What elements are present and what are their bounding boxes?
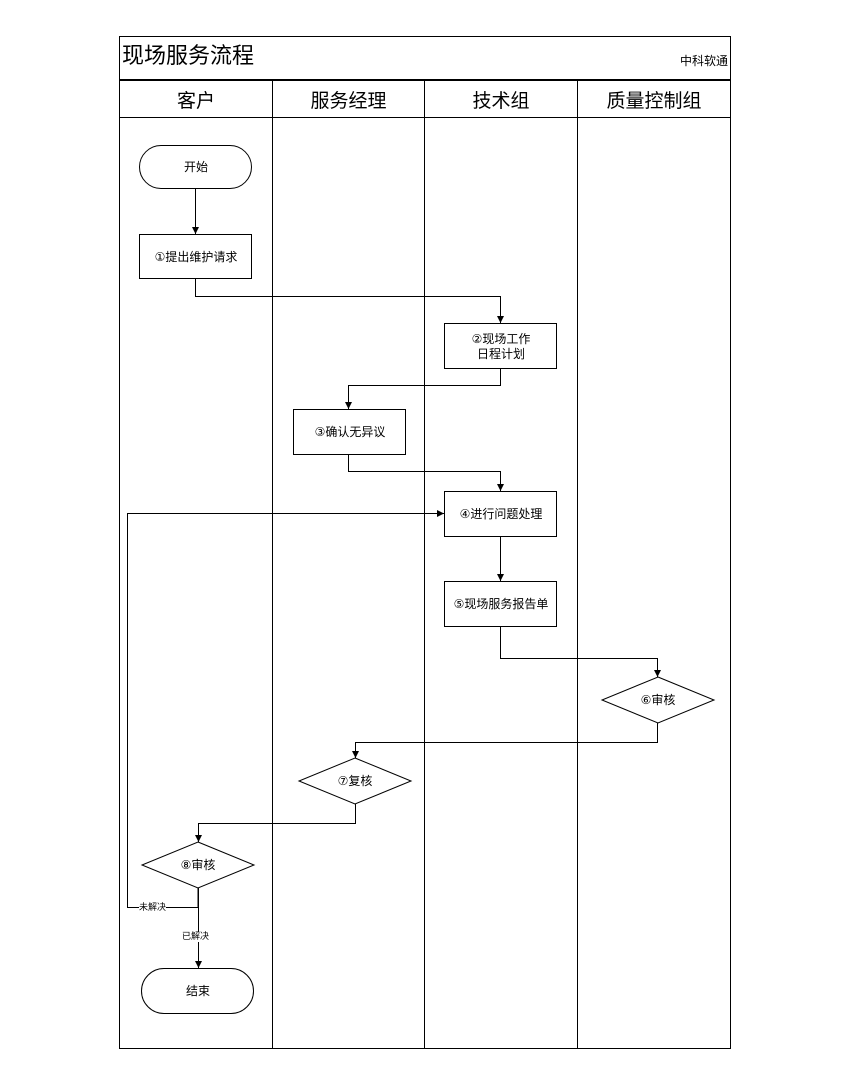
step1-box <box>140 235 252 279</box>
arrow-7-to-8 <box>199 804 356 842</box>
page-title: 现场服务流程 <box>122 42 254 72</box>
arrow-5-to-6 <box>501 627 658 677</box>
lane-header-tech-team: 技术组 <box>425 82 577 116</box>
step2-box <box>445 324 557 369</box>
arrow-6-to-7 <box>356 723 658 758</box>
step3-box <box>294 410 406 455</box>
lane-header-quality-control: 质量控制组 <box>578 82 730 116</box>
edge-label-resolved: 已解决 <box>182 932 209 942</box>
step7-decision <box>299 758 411 804</box>
company-name: 中科软通 <box>680 52 728 69</box>
lane-header-customer: 客户 <box>120 82 272 116</box>
step8-decision <box>142 842 254 888</box>
lane-header-service-manager: 服务经理 <box>273 82 424 116</box>
end-terminator <box>142 969 254 1014</box>
arrow-1-to-2 <box>196 279 501 323</box>
edge-label-unresolved: 未解决 <box>139 903 166 913</box>
step5-box <box>445 582 557 627</box>
arrow-8-unresolved-to-4 <box>128 514 445 908</box>
start-terminator <box>140 146 252 189</box>
step6-decision <box>602 677 714 723</box>
step4-box <box>445 492 557 537</box>
